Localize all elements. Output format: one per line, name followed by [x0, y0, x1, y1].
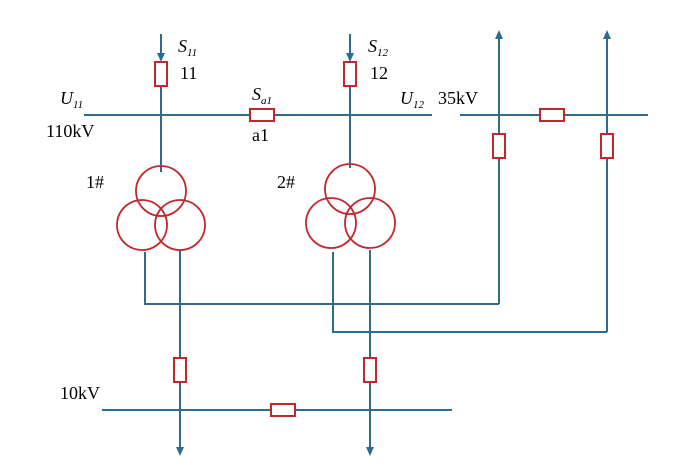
breaker-12-label: 12 [370, 63, 388, 83]
u11-label: U11 [60, 88, 83, 111]
transformer-2-primary-winding [324, 163, 376, 215]
transformer-1-label: 1# [86, 172, 104, 192]
transformer-1-winding-left [116, 199, 168, 251]
breaker-35kv-bus-tie [539, 108, 565, 122]
transformer-2-label: 2# [277, 172, 295, 192]
transformer-1-primary-winding [135, 165, 187, 217]
sa1-label: Sa1 [252, 84, 272, 107]
transformer-1-winding-right [154, 199, 206, 251]
transformer-2-to-35kv-line [332, 252, 607, 333]
breaker-a1 [249, 108, 275, 122]
breaker-35kv-right [600, 133, 614, 159]
bus-110kv-label: 110kV [46, 121, 94, 141]
breaker-11-label: 11 [180, 63, 197, 83]
s12-label: S12 [368, 36, 389, 59]
u12-label: U12 [400, 88, 425, 111]
transformer-2-symbol [305, 163, 396, 249]
breaker-10kv-left [173, 357, 187, 383]
breaker-12 [343, 61, 357, 87]
transformer-1-to-35kv-line [144, 252, 499, 305]
transformer-2-winding-right [344, 197, 396, 249]
transformer-2-winding-left [305, 197, 357, 249]
breaker-a1-label: a1 [252, 125, 269, 145]
breaker-10kv-bus-tie [270, 403, 296, 417]
bus-35kv-label: 35kV [438, 88, 478, 108]
breaker-11 [154, 61, 168, 87]
transformer-1-symbol [116, 165, 206, 251]
s11-label: S11 [178, 36, 197, 59]
breaker-35kv-left [492, 133, 506, 159]
bus-10kv-label: 10kV [60, 383, 100, 403]
breaker-10kv-right [363, 357, 377, 383]
